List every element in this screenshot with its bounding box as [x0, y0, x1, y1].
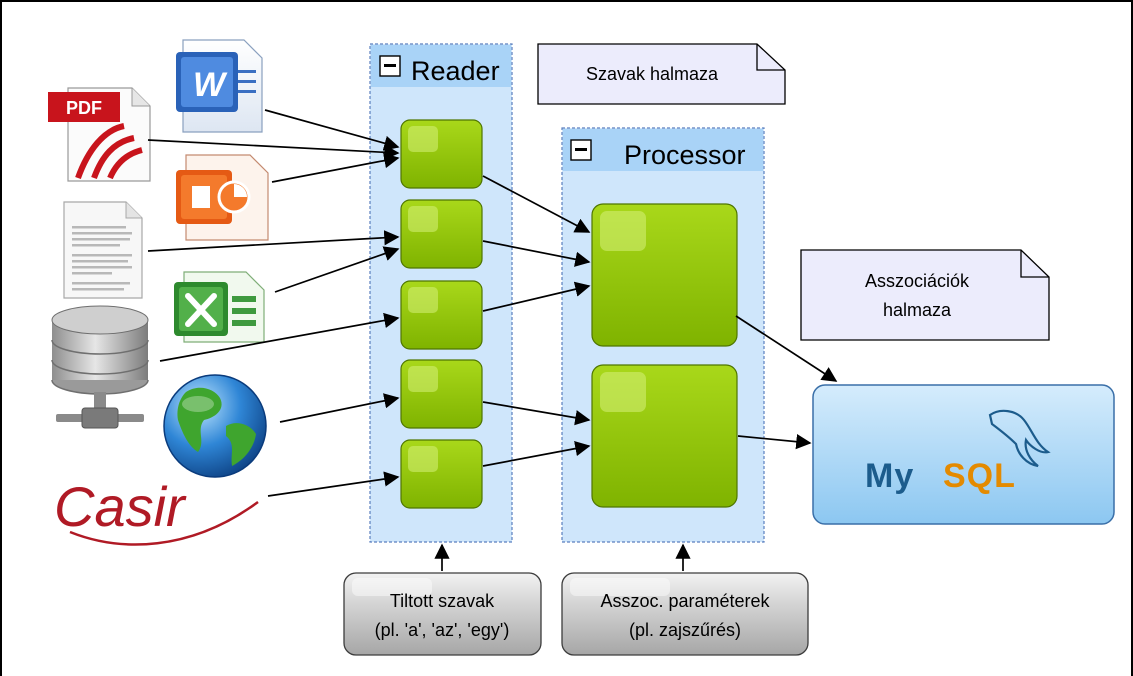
forbidden-words-line2: (pl. 'a', 'az', 'egy')	[375, 620, 510, 640]
assoc-params-line2: (pl. zajszűrés)	[629, 620, 741, 640]
pdf-document-icon: PDF	[48, 87, 151, 182]
note-associations-set: Asszociációk halmaza	[800, 249, 1050, 341]
svg-text:Casir: Casir	[54, 475, 187, 538]
arrow-processor-1-to-mysql	[735, 315, 838, 382]
mysql-label-my: My	[865, 457, 914, 495]
reader-module-5[interactable]	[400, 439, 483, 509]
arrow-reader-2-to-processor-1	[482, 240, 591, 267]
svg-text:W: W	[193, 66, 228, 104]
reader-module-1[interactable]	[400, 119, 483, 189]
reader-title: Reader	[411, 56, 500, 86]
arrow-db-to-reader-3	[159, 312, 400, 362]
arrow-excel-to-reader-2	[274, 246, 400, 293]
reader-module-2[interactable]	[400, 199, 483, 269]
reader-module-3[interactable]	[400, 280, 483, 350]
mysql-database[interactable]: My SQL	[812, 384, 1115, 525]
arrow-word-to-reader-1	[264, 109, 400, 151]
note-words-text: Szavak halmaza	[586, 64, 719, 84]
arrow-ppt-to-reader-1	[271, 153, 400, 183]
note-associations-line1: Asszociációk	[865, 271, 970, 291]
word-document-icon: W	[176, 39, 263, 133]
arrow-processor-2-to-mysql	[737, 434, 812, 450]
reader-module-4[interactable]	[400, 359, 483, 429]
forbidden-words-line1: Tiltott szavak	[390, 591, 495, 611]
processor-title: Processor	[624, 140, 746, 170]
database-server-icon	[51, 305, 149, 429]
connector-arrows	[147, 109, 838, 571]
casir-logo: Casir	[54, 475, 259, 546]
powerpoint-document-icon	[176, 154, 269, 241]
note-words-set: Szavak halmaza	[537, 43, 786, 105]
assoc-params-box[interactable]: Asszoc. paraméterek (pl. zajszűrés)	[561, 572, 809, 656]
arrow-reader-3-to-processor-1	[482, 281, 591, 312]
mysql-label-sql: SQL	[943, 457, 1016, 495]
note-associations-line2: halmaza	[883, 300, 952, 320]
processor-module-1[interactable]	[591, 203, 738, 347]
svg-text:PDF: PDF	[66, 98, 102, 118]
forbidden-words-box[interactable]: Tiltott szavak (pl. 'a', 'az', 'egy')	[343, 572, 542, 656]
arrow-casir-to-reader-5	[267, 471, 400, 497]
processor-module-2[interactable]	[591, 364, 738, 508]
globe-icon	[163, 374, 267, 478]
arrow-reader-5-to-processor-2	[482, 441, 591, 467]
arrow-globe-to-reader-4	[279, 393, 400, 423]
processor-collapse-button[interactable]	[570, 139, 592, 161]
text-document-icon	[63, 201, 143, 299]
arrow-reader-1-to-processor-1	[482, 175, 591, 233]
arrow-reader-4-to-processor-2	[482, 401, 591, 426]
arrow-text-to-reader-2	[147, 230, 400, 252]
dolphin-icon	[988, 409, 1051, 468]
assoc-params-line1: Asszoc. paraméterek	[600, 591, 770, 611]
arrow-pdf-to-reader-1	[147, 139, 400, 160]
reader-collapse-button[interactable]	[379, 55, 401, 77]
excel-document-icon	[174, 271, 265, 343]
